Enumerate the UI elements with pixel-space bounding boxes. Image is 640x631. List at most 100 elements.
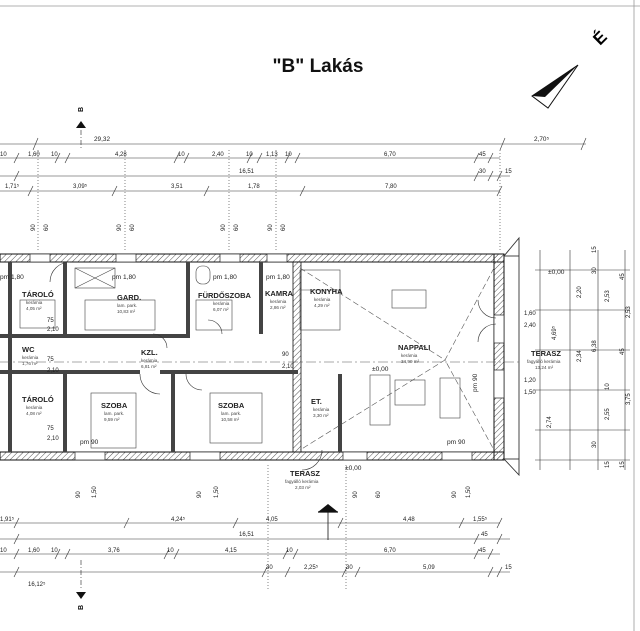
bottom-window-labels: 90 1,50 90 1,50 90 60 90 1,50 (76, 486, 472, 498)
room-label-taroló-1: TÁROLÓ kerámia 4,05 m² (22, 290, 54, 311)
dim-top-r3-0: 1,71⁵ (5, 183, 20, 190)
room-label-wc: WC kerámia 1,76 m² (22, 345, 39, 366)
dim-bot-r1-0: 1,91⁵ (0, 516, 15, 523)
svg-text:TERASZ: TERASZ (290, 469, 320, 478)
dim-bot-r3-5: 10 (286, 548, 293, 554)
dim-top-r2-1: 30 (479, 169, 486, 175)
bottom-dimension-lines (0, 465, 510, 590)
dim-top-r2-2: 15 (505, 169, 512, 175)
dim-bot-r3-1: 10 (51, 548, 58, 554)
section-label-top: B (78, 107, 85, 112)
svg-text:1,76 m²: 1,76 m² (22, 361, 38, 366)
svg-text:60: 60 (130, 224, 136, 231)
north-label: É (589, 27, 610, 48)
dim-bot-r3-7: 45 (479, 548, 486, 554)
svg-text:lam. park.: lam. park. (117, 303, 137, 308)
room-label-furdo: FÜRDŐSZOBA kerámia 6,07 m² (198, 291, 251, 312)
dim-bot-r3-2: 3,76 (108, 548, 120, 554)
dim-top-r1-9: 45 (479, 152, 486, 158)
door-swings (49, 261, 497, 471)
svg-text:90: 90 (31, 224, 37, 231)
svg-text:kerámia: kerámia (213, 301, 230, 306)
svg-text:13,24 m²: 13,24 m² (535, 365, 554, 370)
svg-text:±0,00: ±0,00 (548, 269, 565, 276)
dim-bot-r3-3: 10 (167, 548, 174, 554)
svg-text:4,05 m²: 4,05 m² (26, 306, 42, 311)
svg-text:3,30 m²: 3,30 m² (313, 413, 329, 418)
dim-bot-r4-4: 5,09 (423, 565, 435, 571)
section-label-bottom: B (78, 605, 85, 610)
svg-text:lam. park.: lam. park. (104, 411, 124, 416)
section-marker-top (76, 121, 86, 150)
plan-title: "B" Lakás (273, 56, 364, 77)
svg-text:ET.: ET. (311, 397, 322, 406)
right-openings (493, 314, 505, 399)
svg-text:SZOBA: SZOBA (101, 401, 128, 410)
svg-text:90: 90 (197, 491, 203, 498)
svg-text:9,59 m²: 9,59 m² (104, 417, 120, 422)
svg-text:kerámia: kerámia (313, 407, 330, 412)
svg-text:60: 60 (376, 491, 382, 498)
svg-text:2,74: 2,74 (547, 416, 553, 428)
svg-text:pm 90: pm 90 (80, 439, 99, 446)
furniture (19, 265, 461, 449)
dim-bot-r4-3: 30 (346, 565, 353, 571)
bottom-windows (74, 451, 473, 461)
svg-text:60: 60 (44, 224, 50, 231)
svg-text:1,50: 1,50 (92, 486, 98, 498)
svg-text:10,83 m²: 10,83 m² (117, 309, 136, 314)
right-dim-outer-labels: 15 2,20 2,53 45 2,53 45 2,55 10 3,75 15 … (577, 246, 632, 468)
dim-top-r2-0: 16,51 (239, 169, 255, 175)
svg-text:kerámia: kerámia (314, 297, 331, 302)
svg-text:pm 90: pm 90 (472, 373, 479, 392)
svg-text:2,10: 2,10 (47, 436, 59, 442)
svg-text:GARD.: GARD. (117, 293, 141, 302)
dim-bot-r4-1: 30 (266, 565, 273, 571)
top-window-labels: 90 60 90 60 90 60 90 60 (31, 224, 287, 231)
svg-text:60: 60 (234, 224, 240, 231)
room-label-terasz-bottom: TERASZ fagyálló kerámia 2,03 m² (285, 469, 320, 490)
svg-text:fagyálló kerámia: fagyálló kerámia (285, 479, 319, 484)
svg-text:2,10: 2,10 (47, 368, 59, 374)
right-dimension-lines (535, 250, 630, 470)
svg-text:pm 1,80: pm 1,80 (266, 274, 290, 281)
dim-bot-r3-4: 4,15 (225, 548, 237, 554)
svg-text:34,99 m²: 34,99 m² (401, 359, 420, 364)
svg-text:3,75: 3,75 (626, 393, 632, 405)
dim-top-r1-4: 2,40 (212, 152, 224, 158)
svg-text:1,50: 1,50 (524, 390, 536, 396)
dim-edge-top: 10 (0, 152, 7, 158)
svg-text:KZL.: KZL. (141, 348, 158, 357)
dim-bot-r1-1: 4,24⁵ (171, 516, 186, 523)
svg-text:6,81 m²: 6,81 m² (141, 364, 157, 369)
section-marker-bottom (76, 560, 86, 599)
svg-text:NAPPALI: NAPPALI (398, 343, 430, 352)
svg-text:45: 45 (620, 348, 626, 355)
svg-text:TÁROLÓ: TÁROLÓ (22, 395, 54, 404)
dim-overall: 29,32 (94, 136, 110, 143)
svg-text:2,10: 2,10 (282, 364, 294, 370)
svg-text:10: 10 (605, 383, 611, 390)
svg-text:TERASZ: TERASZ (531, 349, 561, 358)
svg-text:2,53: 2,53 (605, 290, 611, 302)
svg-text:60: 60 (281, 224, 287, 231)
dim-bot-r4-5: 15 (505, 565, 512, 571)
svg-text:15: 15 (592, 246, 598, 253)
room-label-et: ET. kerámia 3,30 m² (311, 397, 330, 418)
right-dim-inner-labels: 1,60 2,40 4,69⁵ 2,34 6,38 1,20 1,50 2,74… (524, 267, 598, 448)
svg-text:lam. park.: lam. park. (221, 411, 241, 416)
dim-bot-r3-0: 1,60 (28, 548, 40, 554)
svg-text:75: 75 (47, 318, 54, 324)
svg-text:2,55: 2,55 (605, 408, 611, 420)
dim-bot-r1-2: 4,05 (266, 517, 278, 523)
svg-text:4,29 m²: 4,29 m² (314, 303, 330, 308)
dim-top-r3-3: 1,78 (248, 184, 260, 190)
svg-text:90: 90 (268, 224, 274, 231)
svg-text:6,07 m²: 6,07 m² (213, 307, 229, 312)
svg-text:2,03 m²: 2,03 m² (295, 485, 311, 490)
svg-text:KAMRA: KAMRA (265, 289, 293, 298)
svg-text:15: 15 (605, 461, 611, 468)
dim-bot-r2-1: 45 (481, 532, 488, 538)
dim-bot-r2-0: 16,51 (239, 532, 255, 538)
dim-top-r3-4: 7,80 (385, 184, 397, 190)
